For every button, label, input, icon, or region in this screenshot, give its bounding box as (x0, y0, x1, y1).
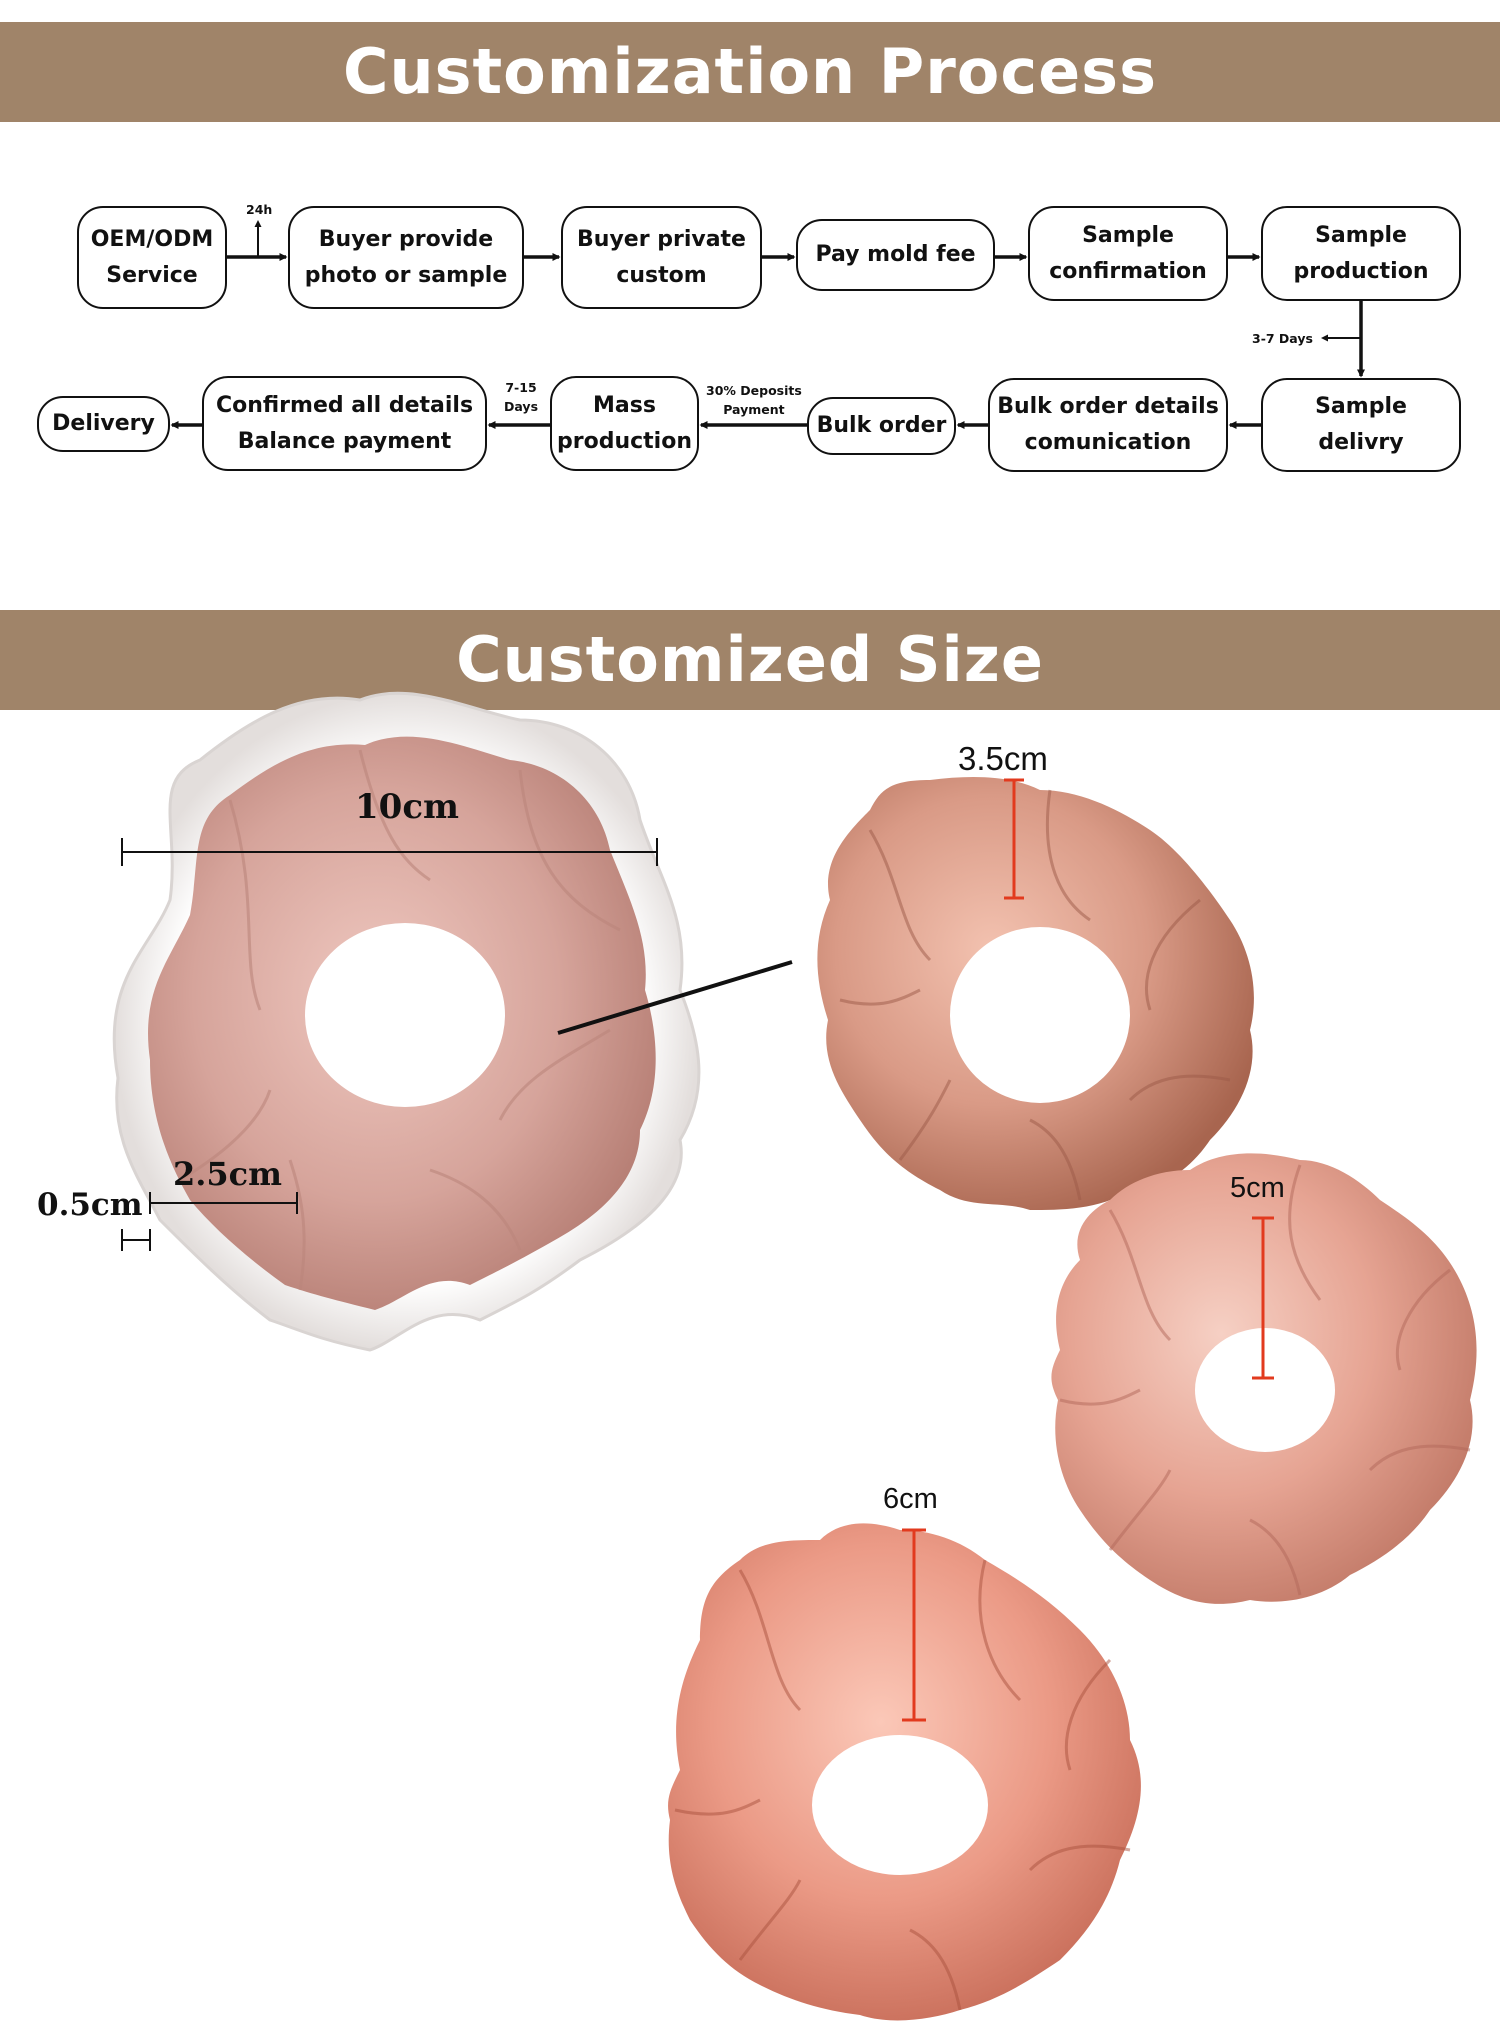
step-bulk-order-details: Bulk order details comunication (988, 378, 1228, 472)
inner-measure (149, 1192, 298, 1214)
step-mass-production: Mass production (550, 376, 699, 471)
scrunchie-hole (1195, 1328, 1335, 1452)
note-deposit-payment: 30% Deposits Payment (706, 381, 802, 419)
step-label: OEM/ODM (90, 226, 214, 252)
edge-measure (121, 1229, 151, 1251)
scrunchie-salmon (668, 1523, 1141, 2021)
step-label: Pay mold fee (815, 242, 976, 267)
height-measure-35 (1004, 778, 1024, 900)
step-label: confirmation (1049, 258, 1207, 284)
step-pay-mold-fee: Pay mold fee (796, 219, 995, 291)
step-label: Buyer private (577, 226, 746, 252)
step-sample-confirmation: Sample confirmation (1028, 206, 1228, 301)
edge-width-label: 0.5cm (37, 1187, 143, 1223)
step-label: Sample (1082, 222, 1174, 248)
step-label: production (1293, 258, 1429, 284)
note-line: 30% Deposits (706, 383, 802, 398)
width-label: 10cm (355, 787, 459, 827)
step-label: Delivery (52, 411, 155, 436)
step-label: Buyer provide (318, 226, 494, 252)
scrunchie-hole (812, 1735, 988, 1875)
height-label-35: 3.5cm (958, 740, 1048, 777)
note-line: Days (504, 399, 539, 414)
step-label: custom (616, 262, 707, 288)
note-sample-days: 3-7 Days (1252, 331, 1313, 346)
width-measure (121, 838, 658, 866)
scrunchie-hole (305, 923, 505, 1107)
scrunchie-fold (674, 1559, 1131, 2011)
step-label: Bulk order (816, 413, 947, 438)
step-sample-delivery: Sample delivry (1261, 378, 1461, 472)
step-label: Mass (593, 392, 656, 418)
step-label: photo or sample (304, 262, 508, 288)
size-title-banner: Customized Size (0, 610, 1500, 710)
process-title-banner: Customization Process (0, 22, 1500, 122)
callout-line (557, 960, 793, 1035)
step-bulk-order: Bulk order (807, 397, 956, 455)
step-buyer-private-custom: Buyer private custom (561, 206, 762, 309)
height-measure-6 (902, 1528, 926, 1722)
step-delivery: Delivery (37, 396, 170, 452)
step-label: Confirmed all details (215, 392, 474, 418)
step-label: Service (106, 262, 198, 288)
height-label-6: 6cm (883, 1483, 938, 1515)
note-mass-days: 7-15 Days (504, 378, 538, 416)
step-sample-production: Sample production (1261, 206, 1461, 301)
step-label: Sample (1315, 222, 1407, 248)
scrunchie-hole (950, 927, 1130, 1103)
note-line: Payment (723, 402, 785, 417)
height-label-5: 5cm (1230, 1172, 1285, 1204)
step-label: production (557, 428, 692, 454)
process-arrows (170, 220, 1365, 429)
scrunchie-fold (839, 789, 1231, 1201)
step-oem-odm-service: OEM/ODM Service (77, 206, 227, 309)
note-24h: 24h (246, 202, 273, 217)
step-confirmed-details: Confirmed all details Balance payment (202, 376, 487, 471)
scrunchie-fold (1059, 1164, 1471, 1596)
scrunchie-fold (179, 749, 621, 1291)
scrunchie-peach (817, 777, 1254, 1210)
step-label: Sample (1315, 394, 1407, 419)
step-buyer-provide-photo: Buyer provide photo or sample (288, 206, 524, 309)
step-label: comunication (1024, 430, 1192, 455)
inner-width-label: 2.5cm (173, 1155, 283, 1193)
scrunchie-white-trim (112, 691, 701, 1352)
step-label: delivry (1318, 430, 1404, 455)
step-label: Bulk order details (997, 394, 1219, 419)
note-line: 7-15 (505, 380, 537, 395)
height-measure-5 (1252, 1216, 1274, 1380)
step-label: Balance payment (237, 428, 452, 454)
